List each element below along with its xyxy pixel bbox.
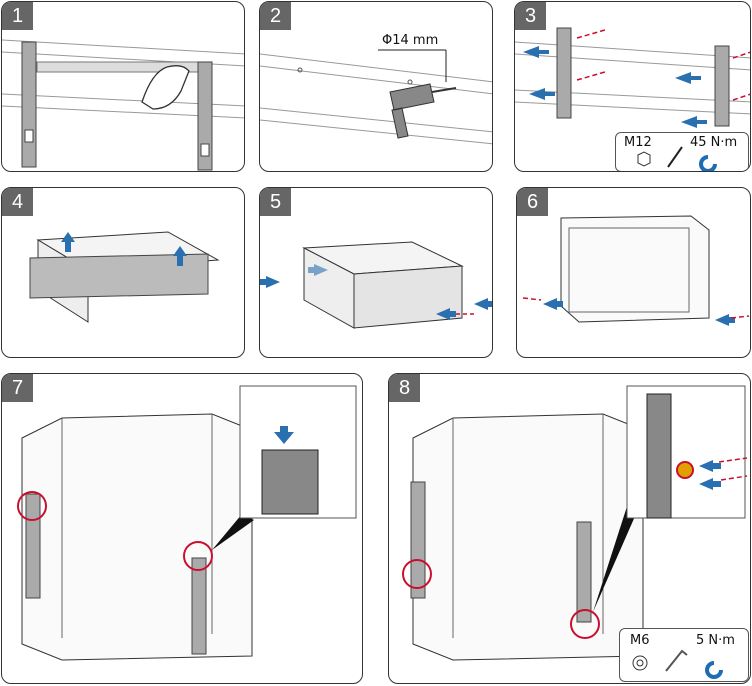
bolt-size-label: M6	[630, 633, 650, 648]
left-bracket	[556, 27, 572, 119]
step-1-illustration	[2, 39, 244, 171]
blue-arrow-icon	[699, 460, 721, 490]
socket-wrench-icon	[667, 146, 683, 168]
step-number: 1	[2, 2, 33, 30]
left-rail	[410, 481, 426, 599]
step-number: 2	[260, 2, 291, 30]
step-number: 7	[2, 374, 33, 402]
torx-head-icon	[632, 655, 648, 671]
step-3-panel: 3 M12 45 N·m	[514, 1, 751, 172]
right-bracket	[197, 61, 213, 171]
hex-key-icon	[665, 649, 688, 672]
step-4-panel: 4	[1, 187, 245, 358]
clockwise-rotation-icon	[705, 661, 723, 679]
step-8-panel: 8 M6 5 N·m	[388, 373, 751, 684]
callout-circle-left	[402, 559, 432, 589]
step-5-illustration	[260, 241, 492, 329]
step-number: 8	[389, 374, 420, 402]
step-7-panel: 7	[1, 373, 363, 684]
right-rail	[576, 521, 592, 623]
blue-arrow-icon	[260, 264, 492, 320]
detail-inset	[626, 385, 746, 519]
step-1-panel: 1	[1, 1, 245, 172]
callout-circle-left	[17, 491, 47, 521]
right-bracket	[714, 45, 730, 127]
battery-module	[412, 413, 644, 661]
battery-module	[560, 215, 710, 323]
step-number: 5	[260, 188, 291, 216]
gloved-hand-icon	[141, 65, 190, 110]
step-8-spec-box: M6 5 N·m	[619, 628, 749, 682]
step-2-illustration	[260, 49, 492, 145]
callout-circle-right	[183, 541, 213, 571]
step-6-panel: 6	[516, 187, 751, 358]
step-3-illustration	[515, 27, 750, 128]
step-8-illustration	[402, 385, 748, 661]
clockwise-rotation-icon	[699, 155, 717, 171]
red-direction-lines	[576, 29, 750, 101]
torque-label: 45 N·m	[690, 135, 738, 150]
battery-module	[21, 413, 253, 661]
blue-down-arrow-icon	[274, 426, 294, 444]
blue-arrow-icon	[523, 46, 707, 128]
right-rail	[191, 557, 207, 655]
packing-foam	[29, 253, 209, 299]
step-5-panel: 5	[259, 187, 493, 358]
drill-icon	[389, 83, 435, 139]
drill-diameter-label: Φ14 mm	[382, 33, 439, 48]
step-4-illustration	[29, 231, 220, 323]
step-number: 4	[2, 188, 33, 216]
step-2-panel: 2 Φ14 mm	[259, 1, 493, 172]
torque-label: 5 N·m	[696, 633, 735, 648]
bolt-size-label: M12	[624, 135, 652, 150]
left-rail	[25, 493, 41, 599]
step-number: 6	[517, 188, 548, 216]
step-3-spec-box: M12 45 N·m	[615, 132, 749, 171]
callout-circle-right	[570, 609, 600, 639]
step-7-illustration	[17, 385, 357, 661]
lift-arrow-icon	[61, 232, 187, 266]
left-bracket	[21, 41, 37, 168]
blue-arrow-icon	[543, 298, 735, 326]
hex-head-icon	[637, 151, 651, 167]
step-number: 3	[515, 2, 546, 30]
step-6-illustration	[522, 215, 750, 326]
